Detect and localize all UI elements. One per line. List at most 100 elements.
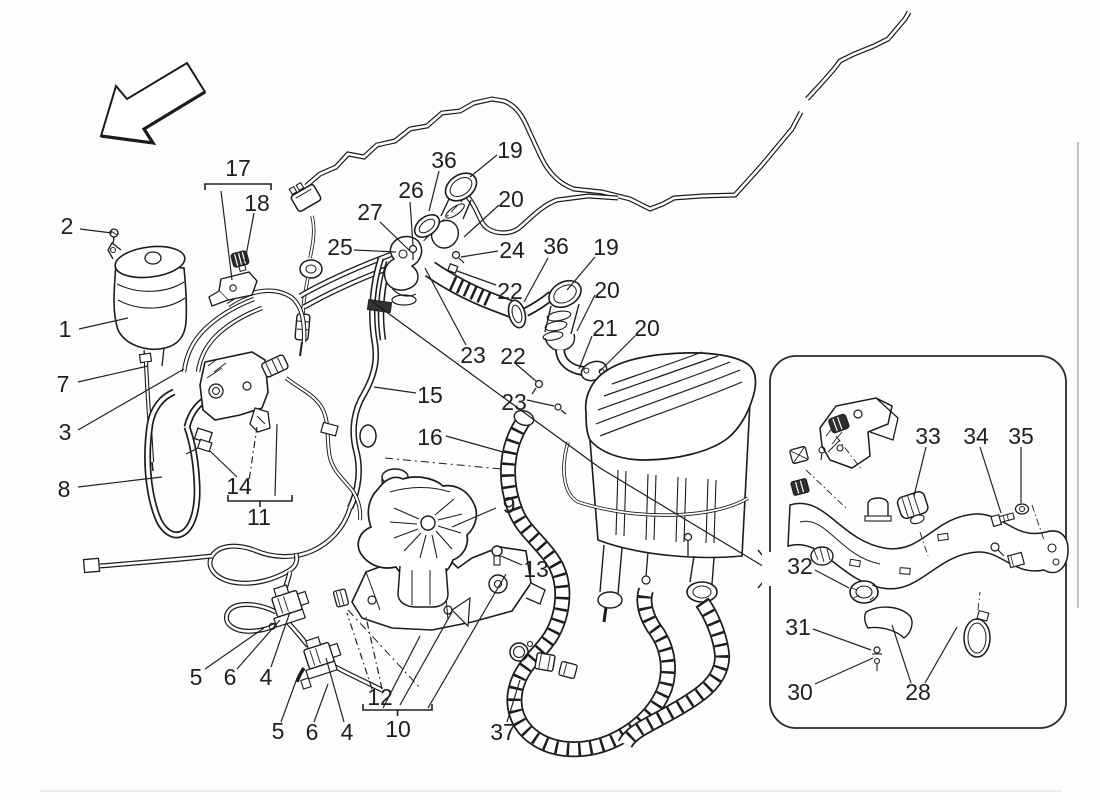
- callout-6: 6: [306, 719, 319, 745]
- leader-line: [526, 399, 555, 407]
- leader-line: [576, 294, 596, 332]
- leader-line: [500, 555, 523, 566]
- callout-23: 23: [460, 342, 486, 368]
- clamp-14: [185, 427, 213, 455]
- callout-10: 10: [385, 716, 411, 742]
- callout-12: 12: [367, 684, 393, 710]
- leader-line: [598, 335, 636, 373]
- leader-line: [220, 190, 233, 281]
- callout-26: 26: [398, 177, 424, 203]
- leader-line: [456, 270, 497, 286]
- cover-piece: [863, 606, 913, 639]
- leader-line: [365, 616, 383, 690]
- leader-line: [79, 228, 113, 234]
- callout-18: 18: [244, 190, 270, 216]
- rubber-damper-33: [896, 491, 929, 525]
- callout-9: 9: [503, 492, 516, 518]
- small-fasteners: [990, 542, 1026, 569]
- leader-line: [469, 154, 498, 178]
- leader-line: [924, 626, 958, 684]
- group-brace: [204, 183, 272, 190]
- leader-line: [428, 170, 440, 212]
- leader-line: [913, 446, 927, 497]
- leader-line: [506, 679, 521, 723]
- leader-line: [399, 611, 453, 706]
- leader-line: [373, 386, 417, 394]
- leader-line: [204, 627, 265, 670]
- bolt-34: [990, 512, 1016, 528]
- inset-u-clamp: [864, 497, 892, 522]
- leader-line: [424, 267, 467, 346]
- leader-line: [77, 476, 163, 488]
- leader-line: [246, 426, 258, 495]
- callout-8: 8: [58, 476, 71, 502]
- leader-line: [274, 423, 278, 497]
- leader-line: [979, 446, 1002, 514]
- leader-line: [460, 250, 499, 258]
- callout-19: 19: [593, 234, 619, 260]
- leader-line: [280, 680, 297, 723]
- tank-screw: [109, 228, 119, 245]
- leader-line: [451, 507, 497, 528]
- leader-line: [78, 317, 129, 330]
- leader-line: [346, 612, 373, 690]
- band-clamp: [963, 609, 991, 658]
- callout-14: 14: [226, 473, 252, 499]
- solenoid-valve-2: [300, 636, 342, 690]
- washer-35: [1014, 503, 1030, 515]
- callout-17: 17: [225, 155, 251, 181]
- leader-line: [382, 635, 421, 709]
- callout-22: 22: [500, 343, 526, 369]
- callout-4: 4: [260, 664, 273, 690]
- leader-line: [353, 249, 397, 253]
- leader-line: [578, 335, 593, 370]
- callout-23: 23: [501, 389, 527, 415]
- callout-24: 24: [499, 237, 525, 263]
- callout-11: 11: [247, 504, 271, 530]
- leader-line: [77, 365, 149, 383]
- air-valve-1: [383, 172, 478, 306]
- air-pump: [357, 468, 478, 608]
- callout-20: 20: [498, 186, 524, 212]
- callout-22: 22: [497, 278, 523, 304]
- leader-line: [270, 611, 291, 668]
- leader-line: [313, 683, 329, 723]
- mounting-bracket-11: [199, 351, 271, 433]
- leader-line: [463, 204, 500, 238]
- leader-line: [891, 624, 912, 684]
- corrugated-hose-16: [500, 409, 676, 758]
- callout-1: 1: [59, 316, 72, 342]
- tank-tube: [138, 352, 155, 472]
- direction-arrow-icon: [99, 61, 207, 146]
- scan-edge-lines: [40, 142, 1079, 792]
- group-braces: [204, 183, 433, 716]
- vacuum-hose-8: [144, 388, 214, 539]
- callout-33: 33: [915, 423, 941, 449]
- callout-5: 5: [190, 664, 203, 690]
- leader-lines: [77, 154, 1022, 723]
- leader-line: [814, 569, 850, 589]
- callout-27: 27: [357, 199, 383, 225]
- callout-4: 4: [341, 719, 354, 745]
- grommet-32: [849, 580, 879, 604]
- leader-line: [244, 212, 255, 262]
- corrugated-hose-right: [617, 581, 731, 749]
- callout-32: 32: [787, 553, 813, 579]
- callout-28: 28: [905, 679, 931, 705]
- callout-20: 20: [594, 277, 620, 303]
- group-brace: [362, 704, 433, 716]
- pump-fan-fins: [389, 498, 463, 559]
- leader-line: [427, 573, 507, 709]
- callout-30: 30: [787, 679, 813, 705]
- callout-16: 16: [417, 424, 443, 450]
- callout-5: 5: [272, 718, 285, 744]
- callout-19: 19: [497, 137, 523, 163]
- callout-35: 35: [1008, 423, 1034, 449]
- leader-line: [236, 619, 281, 670]
- callout-3: 3: [59, 419, 72, 445]
- clip-18: [208, 250, 258, 307]
- leader-line: [523, 257, 549, 303]
- callout-36: 36: [431, 147, 457, 173]
